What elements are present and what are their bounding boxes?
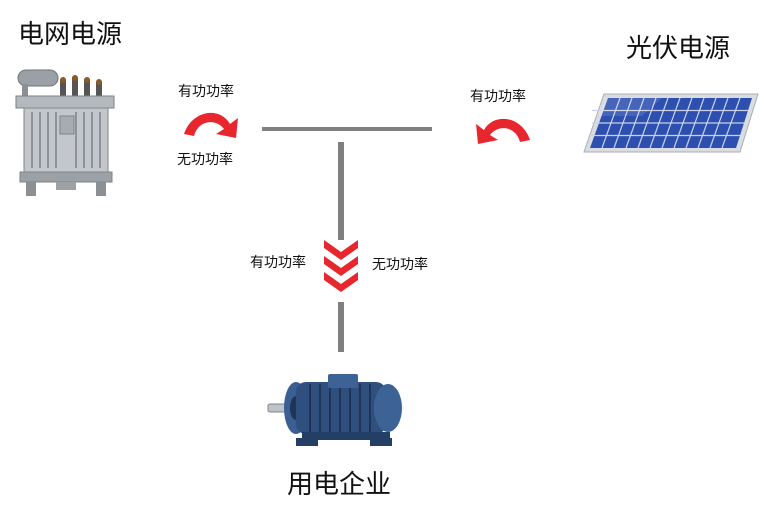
grid-source-title: 电网电源 xyxy=(18,20,123,50)
load-reactive-power-label: 无功功率 xyxy=(372,257,428,273)
pv-active-power-label: 有功功率 xyxy=(470,89,526,105)
feeder-line-upper xyxy=(338,142,344,240)
grid-reactive-power-label: 无功功率 xyxy=(177,152,233,168)
feeder-line-lower xyxy=(338,302,344,352)
load-enterprise-title: 用电企业 xyxy=(287,470,392,500)
pv-source-title: 光伏电源 xyxy=(626,34,731,64)
solar-panel-icon xyxy=(583,93,759,153)
grid-flow-arrow-icon xyxy=(184,112,238,138)
load-active-power-label: 有功功率 xyxy=(250,255,306,271)
load-flow-arrow-icon xyxy=(324,240,358,292)
electric-motor-icon xyxy=(267,374,402,446)
grid-active-power-label: 有功功率 xyxy=(178,84,234,100)
pv-flow-arrow-icon xyxy=(476,118,530,144)
bus-line xyxy=(262,127,432,131)
transformer-icon xyxy=(15,69,115,196)
